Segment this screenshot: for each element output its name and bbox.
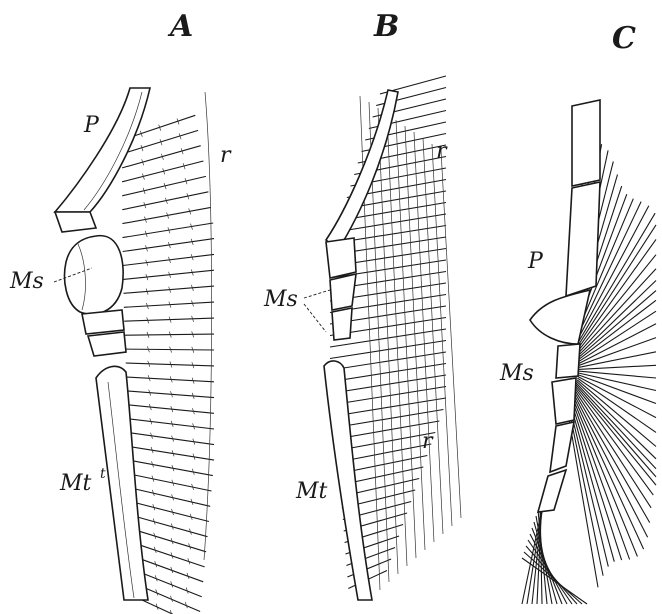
panel-b-ray-joint-line [432, 144, 452, 526]
panel-b-ms-leader-2 [304, 304, 326, 332]
panel-c-propterygium-base [530, 290, 590, 344]
panel-a-propterygium-end [55, 212, 96, 232]
panel-b: B r Ms r Mt [263, 9, 461, 600]
panel-a-letter: A [167, 9, 193, 44]
panel-a-fin-ray [137, 544, 204, 567]
panel-c-fin-ray [569, 396, 621, 560]
panel-b-propterygium [326, 90, 398, 250]
panel-a-fin-ray [134, 502, 209, 521]
panel-a-fin-ray [122, 207, 210, 223]
panel-b-ray-joint-line [387, 114, 407, 566]
panel-a-basal-2 [88, 332, 126, 356]
panel-a-fin-ray [128, 405, 214, 414]
panel-a-label-mt: Mt [59, 471, 92, 496]
panel-a-basal-1 [82, 310, 124, 334]
panel-a-fin-ray [123, 239, 214, 252]
panel-b-label-r-lower: r [422, 429, 434, 454]
panel-b-metapterygium [324, 361, 372, 600]
panel-c-fin-ray [571, 394, 637, 557]
panel-a-fin-ray [132, 475, 212, 492]
panel-a-fin-ray [125, 334, 214, 335]
panel-c-label-ms: Ms [499, 361, 534, 386]
panel-a-fin-ray [124, 318, 214, 321]
panel-a-metapterygium [96, 366, 148, 600]
panel-a-label-r: r [220, 143, 232, 168]
panel-a-fin-ray [125, 349, 214, 350]
panel-c-axis-1 [552, 378, 576, 424]
panel-c-mesopterygium [556, 344, 580, 378]
panel-c-label-p: P [527, 249, 544, 274]
panel-c-propterygium-2 [566, 182, 600, 296]
panel-a-fin-ray [126, 377, 214, 382]
panel-b-mesopterygium-2 [330, 274, 356, 310]
panel-a-fin-ray [126, 363, 214, 366]
panel-b-mesopterygium-3 [332, 308, 352, 340]
panel-a: A P r Ms Mt t [9, 9, 232, 614]
panel-b-label-mt: Mt [295, 479, 328, 504]
panel-c-fin-ray-lower [526, 546, 577, 604]
panel-b-mesopterygium-1 [326, 238, 356, 278]
panel-a-label-ms: Ms [9, 269, 44, 294]
panel-b-label-r-upper: r [436, 139, 448, 164]
panel-b-fin-ray [335, 410, 443, 428]
panel-a-fin-ray [123, 254, 214, 265]
panel-c-fin-ray [578, 375, 656, 404]
panel-a-fin-ray [129, 433, 214, 445]
panel-a-fin-ray [140, 572, 202, 597]
panel-c-axis-2 [550, 422, 574, 472]
panel-b-ms-leader-1 [304, 290, 330, 298]
panel-a-fin-ray [133, 489, 210, 507]
panel-b-ray-joint-line [405, 126, 425, 550]
panel-c-axis-3 [538, 470, 566, 512]
panel-b-ray-joint-line [423, 138, 443, 534]
panel-a-fin-ray [139, 558, 204, 582]
panel-b-letter: B [373, 9, 399, 44]
panel-c-fin-ray [578, 373, 656, 391]
panel-a-fin-ray [129, 419, 215, 429]
panel-a-label-mt-sup: t [100, 466, 106, 482]
panel-c-fin-ray [578, 371, 656, 378]
panel-a-fin-ray [130, 447, 214, 460]
panel-c: C P Ms [499, 21, 656, 604]
panel-a-fin-ray [141, 586, 200, 611]
panel-a-fin-ray [122, 192, 208, 210]
panel-b-ray-joint-line [441, 150, 461, 518]
panel-a-fin-ray [131, 461, 213, 476]
panel-a-fin-ray [124, 302, 214, 307]
panel-c-fin-ray [578, 365, 656, 369]
panel-a-fin-ray [123, 270, 214, 279]
panel-b-label-ms: Ms [263, 287, 298, 312]
panel-a-label-p: P [83, 113, 100, 138]
panel-c-propterygium-1 [572, 100, 600, 186]
panel-a-fin-ray [122, 176, 206, 195]
panel-a-fin-ray [123, 223, 214, 238]
panel-c-letter: C [612, 21, 636, 56]
